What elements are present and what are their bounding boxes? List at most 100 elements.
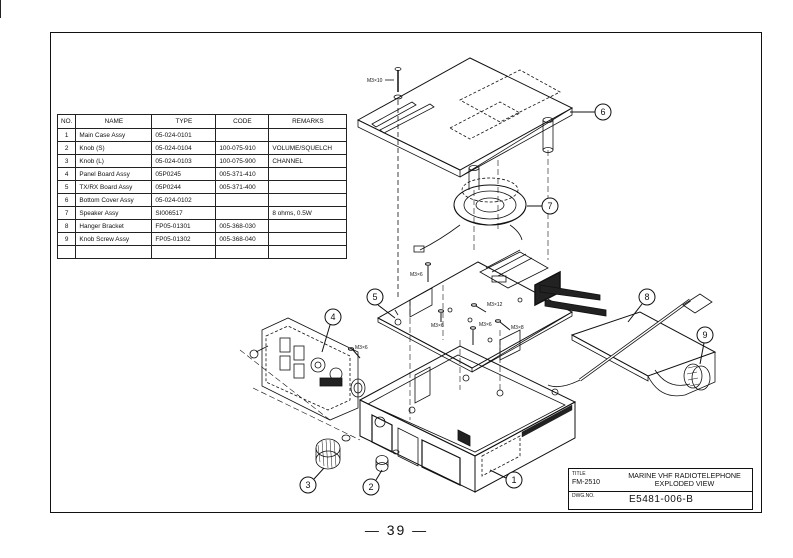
board-screws <box>348 262 511 359</box>
title-label: TITLE <box>572 471 586 477</box>
cell-name: Knob (S) <box>75 141 153 155</box>
cell-code: 005-371-400 <box>215 180 270 194</box>
screw-label-2: M3×12 <box>487 302 503 308</box>
cell-code: 005-368-030 <box>215 219 270 233</box>
callout-1: 1 <box>511 475 516 485</box>
screw-labels: M3×10 M3×6 M3×12 M3×6 M3×6 M3×8 M3×6 <box>355 78 524 351</box>
cell-no: 4 <box>56 167 77 181</box>
screw-label-top: M3×10 <box>367 78 383 84</box>
cell-remarks <box>268 167 348 181</box>
cell-code <box>215 128 270 142</box>
cell-remarks: VOLUME/SQUELCH <box>268 141 348 155</box>
callout-3: 3 <box>305 480 310 490</box>
knob-large <box>315 434 351 470</box>
cell-type: 05-024-0101 <box>151 128 217 142</box>
cell-name: Knob Screw Assy <box>75 232 153 246</box>
cell-type: 05-024-0104 <box>151 141 217 155</box>
knob-small <box>375 449 400 472</box>
cell-remarks <box>268 193 348 207</box>
cell-no: 9 <box>56 232 77 246</box>
cell-code: 005-368-040 <box>215 232 270 246</box>
cell-type: FP05-01302 <box>151 232 217 246</box>
header-remarks: REMARKS <box>268 114 348 129</box>
callout-6: 6 <box>600 107 605 117</box>
cell-no: 8 <box>56 219 77 233</box>
cell-code <box>215 193 270 207</box>
callout-5: 5 <box>372 292 377 302</box>
cell-code <box>215 206 270 220</box>
cell-remarks <box>268 219 348 233</box>
panel-board-assy <box>249 317 366 421</box>
hanger-bracket <box>547 293 717 397</box>
title-block: TITLE FM-2510 MARINE VHF RADIOTELEPHONE … <box>568 468 753 510</box>
screw-label-3: M3×6 <box>431 323 444 329</box>
screw-label-1: M3×6 <box>410 272 423 278</box>
cell-no: 3 <box>56 154 77 168</box>
cell-type: 05P0244 <box>151 180 217 194</box>
cell-code: 005-371-410 <box>215 167 270 181</box>
cell-no: 1 <box>56 128 77 142</box>
main-case-assy <box>358 284 607 493</box>
model-number: FM-2510 <box>572 479 601 486</box>
cell-type <box>151 245 217 259</box>
callout-numbers: 1 2 3 4 5 6 7 8 9 <box>305 107 707 492</box>
drawing-frame <box>50 32 762 513</box>
scan-margin-mark <box>0 0 1 18</box>
drawing-title-line-2: EXPLODED VIEW <box>654 478 715 488</box>
dwg-no-label: DWG.NO. <box>572 493 595 499</box>
screw-label-4: M3×6 <box>479 322 492 328</box>
drawing-title-line-1: MARINE VHF RADIOTELEPHONE <box>628 471 741 480</box>
screw-label-6: M3×6 <box>355 345 368 351</box>
cell-no: 6 <box>56 193 77 207</box>
callout-circles <box>299 103 714 496</box>
cell-no <box>56 245 77 259</box>
header-no: NO. <box>56 114 77 129</box>
table-row <box>56 245 348 259</box>
cell-type: 05-024-0103 <box>151 154 217 168</box>
header-code: CODE <box>215 114 270 129</box>
header-type: TYPE <box>151 114 217 129</box>
header-name: NAME <box>75 114 153 129</box>
cell-type: 05P0245 <box>151 167 217 181</box>
cell-remarks: CHANNEL <box>268 154 348 168</box>
screw-label-5: M3×8 <box>511 325 524 331</box>
cell-code: 100-075-900 <box>215 154 270 168</box>
drawing-title: MARINE VHF RADIOTELEPHONE EXPLODED VIEW <box>617 472 752 487</box>
cell-type: FP05-01301 <box>151 219 217 233</box>
drawing-number: E5481-006-B <box>629 494 694 505</box>
cell-no: 5 <box>56 180 77 194</box>
screw-m3x10 <box>385 67 403 300</box>
page-number: — 39 — <box>364 522 429 538</box>
bottom-cover-assy <box>356 57 574 190</box>
cell-name: Bottom Cover Assy <box>75 193 153 207</box>
cell-name: Knob (L) <box>75 154 153 168</box>
cell-remarks <box>268 245 348 259</box>
cell-remarks <box>268 128 348 142</box>
callout-7: 7 <box>547 201 552 211</box>
cell-name: TX/RX Board Assy <box>75 180 153 194</box>
cell-name <box>75 245 153 259</box>
parts-table-header: NO. NAME TYPE CODE REMARKS <box>56 114 348 129</box>
cell-no: 7 <box>56 206 77 220</box>
cell-type: 05-024-0102 <box>151 193 217 207</box>
cell-name: Panel Board Assy <box>75 167 153 181</box>
cell-remarks: 8 ohms, 0.5W <box>268 206 348 220</box>
cell-code <box>215 245 270 259</box>
knob-screw-assy <box>683 363 711 391</box>
cell-remarks <box>268 180 348 194</box>
cell-type: SI006517 <box>151 206 217 220</box>
speaker-assy <box>413 177 527 253</box>
callout-8: 8 <box>644 292 649 302</box>
cell-name: Hanger Bracket <box>75 219 153 233</box>
cell-name: Speaker Assy <box>75 206 153 220</box>
